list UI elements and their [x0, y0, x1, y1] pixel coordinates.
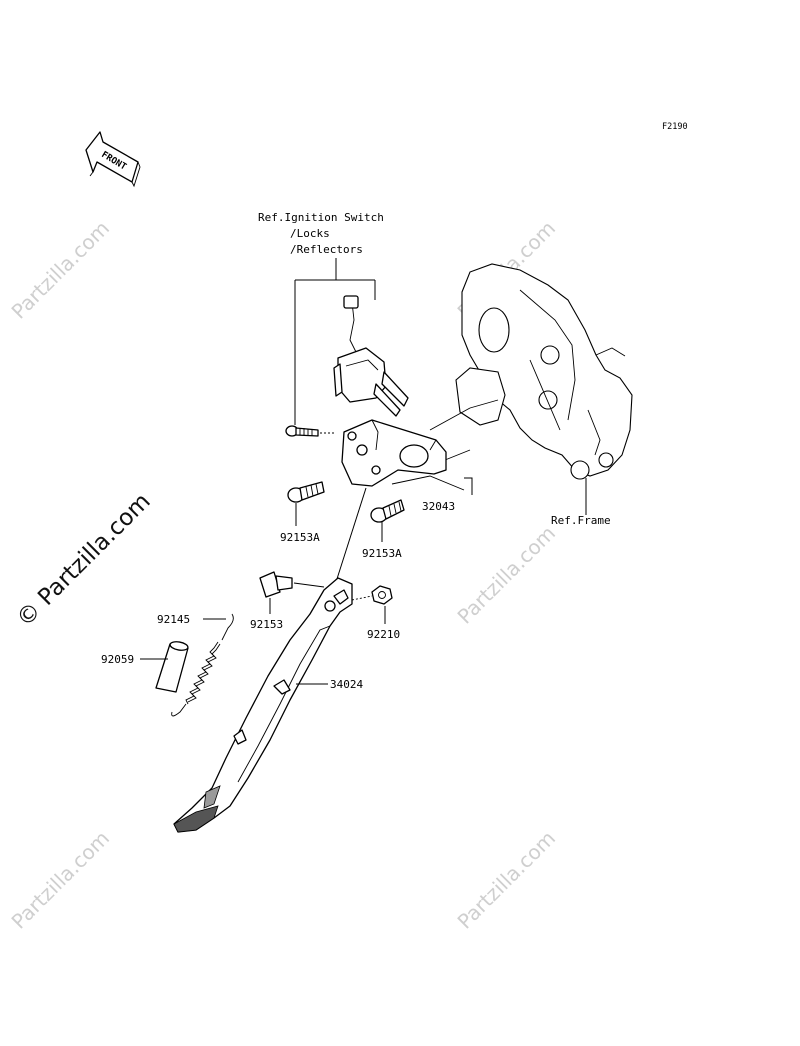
diagram-code: F2190 [662, 122, 688, 132]
frame-hole [478, 307, 510, 353]
bracket-pivot-hole [399, 444, 429, 468]
label-92153: 92153 [250, 618, 283, 631]
bolt-92153a-right: 92153A [362, 499, 405, 560]
front-arrow-icon: FRONT [85, 131, 141, 188]
watermark-group: Partzilla.com Partzilla.com Partzilla.co… [7, 216, 560, 933]
ref-ignition-line-1: Ref.Ignition Switch [258, 211, 384, 224]
bracket-32043: 32043 [341, 419, 473, 513]
frame-mount-hole [570, 460, 590, 480]
ref-frame-label: Ref.Frame [551, 514, 611, 527]
label-32043: 32043 [422, 500, 455, 513]
stand-foot [173, 805, 219, 833]
nut-92210: 92210 [351, 585, 400, 641]
label-92059: 92059 [101, 653, 134, 666]
watermark-main: © Partzilla.com [12, 488, 156, 632]
watermark: Partzilla.com [7, 826, 114, 933]
label-92153a-upper: 92153A [280, 531, 320, 544]
ref-ignition-line-2: /Locks [290, 227, 330, 240]
bolt-92153a-left: 92153A [280, 481, 325, 544]
side-stand-34024: 34024 [173, 577, 363, 833]
spring-92145: 92145 [157, 613, 234, 717]
side-stand-switch [333, 295, 409, 417]
pivot-bolt-92153: 92153 [250, 571, 325, 631]
label-92210: 92210 [367, 628, 400, 641]
ref-ignition-line-3: /Reflectors [290, 243, 363, 256]
watermark: Partzilla.com [453, 826, 560, 933]
frame-section: Ref.Frame [455, 263, 633, 527]
collar-92059: 92059 [101, 641, 189, 693]
watermark: Partzilla.com [453, 521, 560, 628]
label-92153a-lower: 92153A [362, 547, 402, 560]
ignition-switch-reference: Ref.Ignition Switch /Locks /Reflectors [258, 211, 384, 425]
switch-bolt [285, 425, 334, 437]
label-92145: 92145 [157, 613, 190, 626]
switch-connector [343, 295, 359, 309]
label-34024: 34024 [330, 678, 363, 691]
watermark: Partzilla.com [7, 216, 114, 323]
